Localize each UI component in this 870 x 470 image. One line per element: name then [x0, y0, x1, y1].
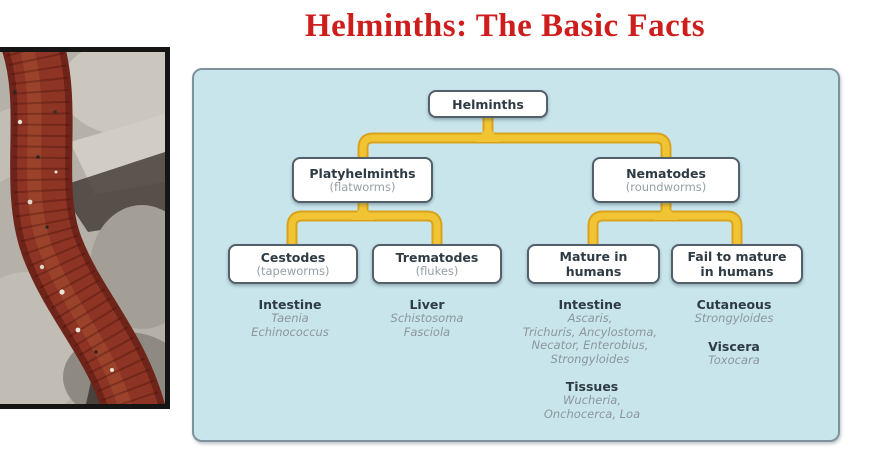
- group-mature-intestine: Intestine Ascaris, Trichuris, Ancylostom…: [505, 297, 675, 366]
- node-cestodes: Cestodes (tapeworms): [228, 244, 358, 284]
- species-line: Strongyloides: [694, 311, 774, 325]
- species-line: Taenia: [271, 311, 309, 325]
- node-sublabel: (flatworms): [329, 180, 396, 194]
- group-header: Liver: [409, 297, 445, 312]
- node-label: Cestodes: [260, 250, 326, 265]
- node-label: Trematodes: [395, 250, 479, 265]
- node-mature-in-humans: Mature in humans: [527, 244, 660, 284]
- worm-photo: [0, 47, 170, 409]
- node-trematodes: Trematodes (flukes): [372, 244, 502, 284]
- page-title: Helminths: The Basic Facts: [304, 8, 706, 44]
- group-header: Viscera: [708, 339, 760, 354]
- group-header: Cutaneous: [696, 297, 772, 312]
- node-helminths: Helminths: [428, 90, 548, 118]
- species-line: Onchocerca, Loa: [543, 406, 641, 421]
- species-line: Trichuris, Ancylostoma,: [522, 324, 658, 339]
- species-line: Strongyloides: [550, 351, 630, 366]
- species-line: Echinococcus: [251, 324, 329, 339]
- node-nematodes: Nematodes (roundworms): [592, 157, 740, 203]
- group-trematodes-liver: Liver Schistosoma Fasciola: [362, 297, 492, 339]
- node-label: Nematodes: [626, 166, 706, 181]
- group-header: Tissues: [565, 379, 619, 394]
- node-label: Platyhelminths: [309, 166, 416, 181]
- node-fail-to-mature: Fail to mature in humans: [671, 244, 803, 284]
- worm-illustration: [0, 52, 165, 404]
- node-label: Fail to mature in humans: [687, 249, 787, 279]
- species-line: Wucheria,: [563, 393, 621, 407]
- node-sublabel: (tapeworms): [256, 264, 330, 278]
- group-cutaneous: Cutaneous Strongyloides: [669, 297, 799, 326]
- species-line: Necator, Enterobius,: [531, 338, 649, 352]
- group-cestodes-intestine: Intestine Taenia Echinococcus: [225, 297, 355, 339]
- group-header: Intestine: [258, 297, 322, 312]
- species-line: Toxocara: [708, 353, 760, 367]
- node-sublabel: (roundworms): [625, 180, 707, 194]
- node-label: Helminths: [452, 96, 524, 112]
- species-line: Schistosoma: [390, 311, 464, 325]
- group-viscera: Viscera Toxocara: [669, 339, 799, 368]
- species-line: Ascaris,: [567, 311, 613, 325]
- species-line: Fasciola: [403, 324, 451, 339]
- group-header: Intestine: [558, 297, 622, 312]
- node-label: Mature in humans: [559, 249, 628, 279]
- group-tissues: Tissues Wucheria, Onchocerca, Loa: [507, 379, 677, 421]
- node-sublabel: (flukes): [415, 264, 459, 278]
- node-platyhelminths: Platyhelminths (flatworms): [292, 157, 433, 203]
